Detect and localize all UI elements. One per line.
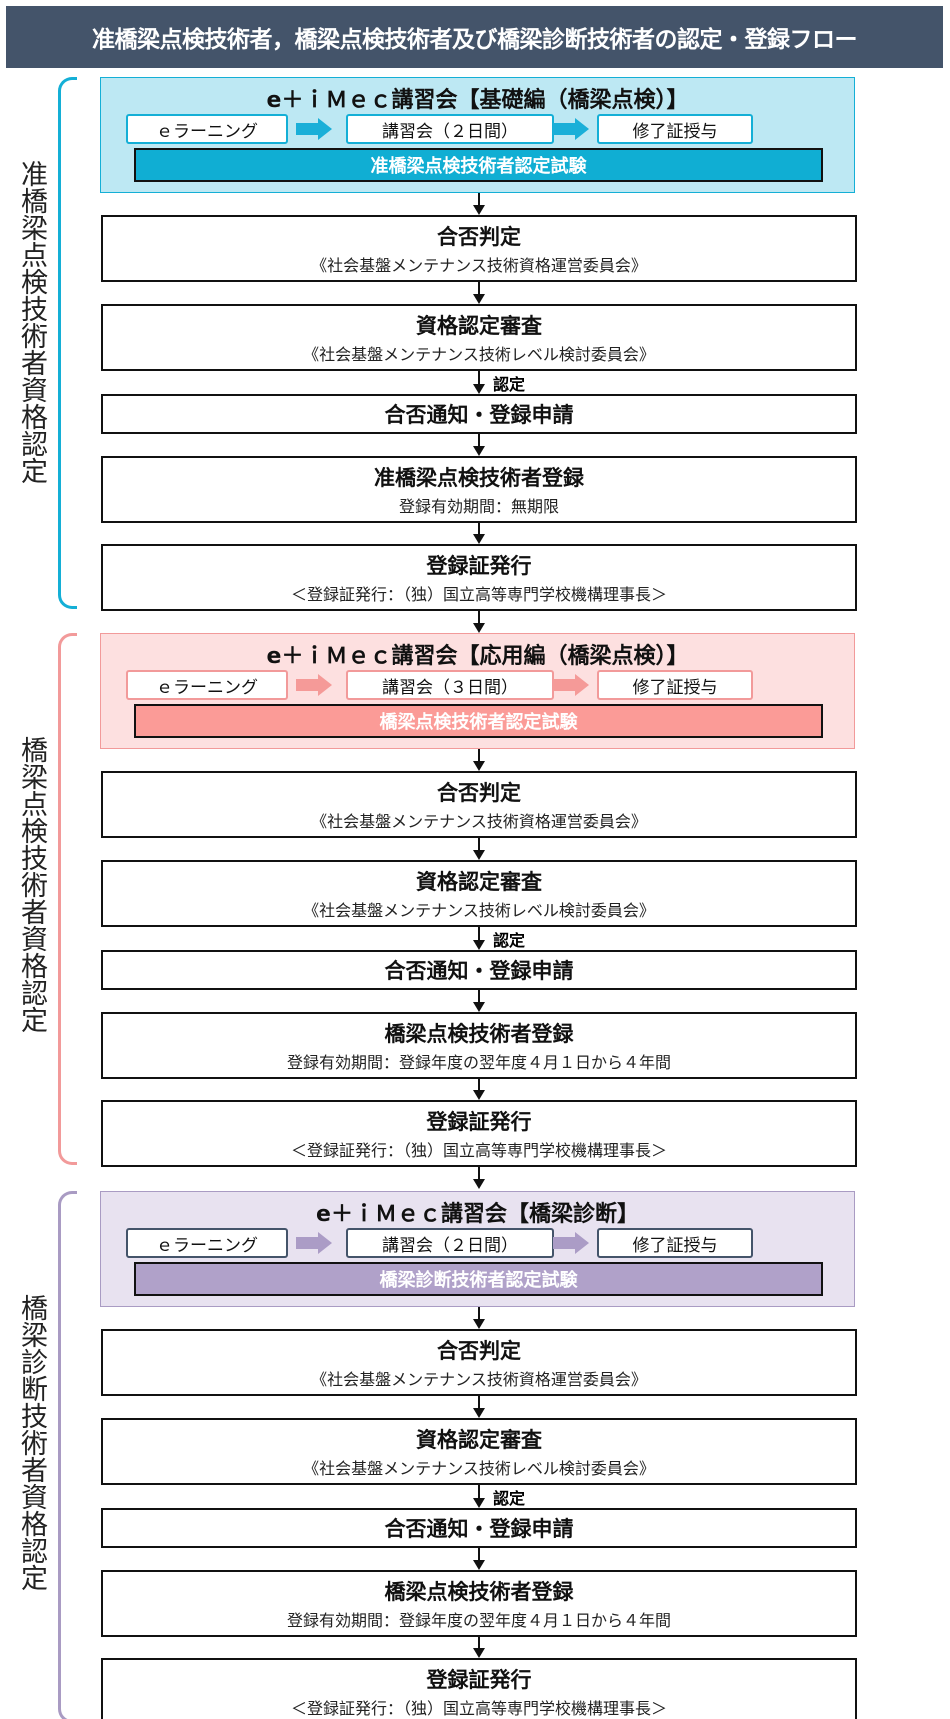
course-step: 修了証授与 bbox=[597, 114, 753, 144]
box-heading: 資格認定審査 bbox=[416, 870, 542, 894]
course-box: e＋ｉＭｅｃ講習会【基礎編（橋梁点検）】ｅラーニング 講習会（２日間） 修了証授与准… bbox=[100, 77, 855, 193]
down-arrow-icon bbox=[471, 1548, 487, 1570]
right-arrow-icon bbox=[553, 118, 589, 140]
box-subtext: 《社会基盤メンテナンス技術資格運営委員会》 bbox=[311, 812, 647, 831]
down-arrow-icon bbox=[471, 523, 487, 544]
register-box: 橋梁点検技術者登録登録有効期間：登録年度の翌年度４月１日から４年間 bbox=[101, 1012, 857, 1079]
box-heading: 資格認定審査 bbox=[416, 1428, 542, 1452]
register-box: 橋梁点検技術者登録登録有効期間：登録年度の翌年度４月１日から４年間 bbox=[101, 1570, 857, 1637]
notify-box: 合否通知・登録申請 bbox=[101, 394, 857, 434]
box-subtext: 登録有効期間：無期限 bbox=[398, 497, 559, 516]
certified-label: 認定 bbox=[493, 1489, 526, 1508]
down-arrow-icon bbox=[471, 927, 487, 950]
box-subtext: 《社会基盤メンテナンス技術資格運営委員会》 bbox=[311, 256, 647, 275]
certified-label: 認定 bbox=[493, 931, 526, 950]
box-subtext: 《社会基盤メンテナンス技術レベル検討委員会》 bbox=[303, 1459, 655, 1478]
down-arrow-icon bbox=[471, 1167, 487, 1189]
down-arrow-icon bbox=[471, 1485, 487, 1508]
judgment-box: 合否判定《社会基盤メンテナンス技術資格運営委員会》 bbox=[101, 771, 857, 838]
down-arrow-icon bbox=[471, 749, 487, 771]
right-arrow-icon bbox=[296, 674, 332, 696]
exam-bar: 橋梁診断技術者認定試験 bbox=[134, 1262, 823, 1296]
review-box: 資格認定審査《社会基盤メンテナンス技術レベル検討委員会》 bbox=[101, 860, 857, 927]
course-box: e＋ｉＭｅｃ講習会【橋梁診断】 ｅラーニング 講習会（２日間） 修了証授与橋梁診断技術… bbox=[100, 1191, 855, 1307]
notify-box: 合否通知・登録申請 bbox=[101, 1508, 857, 1548]
down-arrow-icon bbox=[471, 1079, 487, 1100]
right-arrow-icon bbox=[296, 118, 332, 140]
box-heading: 合否通知・登録申請 bbox=[384, 1517, 574, 1541]
section-bracket bbox=[58, 77, 77, 609]
exam-bar: 橋梁点検技術者認定試験 bbox=[134, 704, 823, 738]
down-arrow-icon bbox=[471, 990, 487, 1012]
issue-box: 登録証発行 ＜登録証発行：（独）国立高等専門学校機構理事長＞ bbox=[101, 1658, 857, 1719]
register-box: 准橋梁点検技術者登録登録有効期間：無期限 bbox=[101, 456, 857, 523]
box-heading: 登録証発行 bbox=[426, 1110, 532, 1134]
box-heading: 資格認定審査 bbox=[416, 314, 542, 338]
judgment-box: 合否判定《社会基盤メンテナンス技術資格運営委員会》 bbox=[101, 1329, 857, 1396]
box-subtext: ＜登録証発行：（独）国立高等専門学校機構理事長＞ bbox=[290, 585, 667, 604]
right-arrow-icon bbox=[296, 1232, 332, 1254]
section-label: 橋梁診断技術者資格認定 bbox=[16, 1294, 47, 1591]
down-arrow-icon bbox=[471, 193, 487, 215]
course-step: 講習会（３日間） bbox=[346, 670, 554, 700]
box-heading: 合否判定 bbox=[437, 1339, 521, 1363]
section-bracket bbox=[58, 633, 77, 1165]
box-subtext: 《社会基盤メンテナンス技術レベル検討委員会》 bbox=[303, 345, 655, 364]
course-step: 修了証授与 bbox=[597, 670, 753, 700]
box-subtext: 登録有効期間：登録年度の翌年度４月１日から４年間 bbox=[286, 1053, 671, 1072]
section-bracket bbox=[58, 1191, 77, 1719]
section-label: 橋梁点検技術者資格認定 bbox=[16, 736, 47, 1033]
box-subtext: 登録有効期間：登録年度の翌年度４月１日から４年間 bbox=[286, 1611, 671, 1630]
box-heading: 登録証発行 bbox=[426, 554, 532, 578]
course-step: ｅラーニング bbox=[126, 670, 288, 700]
down-arrow-icon bbox=[471, 434, 487, 456]
box-heading: 橋梁点検技術者登録 bbox=[384, 1022, 574, 1046]
right-arrow-icon bbox=[553, 674, 589, 696]
course-step: 講習会（２日間） bbox=[346, 1228, 554, 1258]
exam-bar: 准橋梁点検技術者認定試験 bbox=[134, 148, 823, 182]
review-box: 資格認定審査《社会基盤メンテナンス技術レベル検討委員会》 bbox=[101, 304, 857, 371]
course-step: 修了証授与 bbox=[597, 1228, 753, 1258]
course-title: e＋ｉＭｅｃ講習会【橋梁診断】 bbox=[316, 1202, 639, 1227]
review-box: 資格認定審査《社会基盤メンテナンス技術レベル検討委員会》 bbox=[101, 1418, 857, 1485]
down-arrow-icon bbox=[471, 371, 487, 394]
box-subtext: ＜登録証発行：（独）国立高等専門学校機構理事長＞ bbox=[290, 1699, 667, 1718]
down-arrow-icon bbox=[471, 1637, 487, 1658]
down-arrow-icon bbox=[471, 838, 487, 860]
certified-label: 認定 bbox=[493, 375, 526, 394]
box-subtext: 《社会基盤メンテナンス技術資格運営委員会》 bbox=[311, 1370, 647, 1389]
notify-box: 合否通知・登録申請 bbox=[101, 950, 857, 990]
down-arrow-icon bbox=[471, 1396, 487, 1418]
box-subtext: 《社会基盤メンテナンス技術レベル検討委員会》 bbox=[303, 901, 655, 920]
course-box: e＋ｉＭｅｃ講習会【応用編（橋梁点検）】ｅラーニング 講習会（３日間） 修了証授与橋… bbox=[100, 633, 855, 749]
box-heading: 准橋梁点検技術者登録 bbox=[374, 466, 584, 490]
course-title: e＋ｉＭｅｃ講習会【応用編（橋梁点検）】 bbox=[266, 644, 689, 669]
down-arrow-icon bbox=[471, 611, 487, 633]
course-step: 講習会（２日間） bbox=[346, 114, 554, 144]
course-step: ｅラーニング bbox=[126, 1228, 288, 1258]
box-heading: 登録証発行 bbox=[426, 1668, 532, 1692]
box-heading: 合否判定 bbox=[437, 225, 521, 249]
course-step: ｅラーニング bbox=[126, 114, 288, 144]
issue-box: 登録証発行 ＜登録証発行：（独）国立高等専門学校機構理事長＞ bbox=[101, 1100, 857, 1167]
box-heading: 合否通知・登録申請 bbox=[384, 959, 574, 983]
box-heading: 合否通知・登録申請 bbox=[384, 403, 574, 427]
section-label: 准橋梁点検技術者資格認定 bbox=[16, 160, 47, 484]
down-arrow-icon bbox=[471, 282, 487, 304]
right-arrow-icon bbox=[553, 1232, 589, 1254]
box-heading: 橋梁点検技術者登録 bbox=[384, 1580, 574, 1604]
judgment-box: 合否判定《社会基盤メンテナンス技術資格運営委員会》 bbox=[101, 215, 857, 282]
course-title: e＋ｉＭｅｃ講習会【基礎編（橋梁点検）】 bbox=[266, 88, 689, 113]
box-subtext: ＜登録証発行：（独）国立高等専門学校機構理事長＞ bbox=[290, 1141, 667, 1160]
down-arrow-icon bbox=[471, 1307, 487, 1329]
issue-box: 登録証発行 ＜登録証発行：（独）国立高等専門学校機構理事長＞ bbox=[101, 544, 857, 611]
box-heading: 合否判定 bbox=[437, 781, 521, 805]
diagram-title: 准橋梁点検技術者，橋梁点検技術者及び橋梁診断技術者の認定・登録フロー bbox=[6, 6, 943, 68]
